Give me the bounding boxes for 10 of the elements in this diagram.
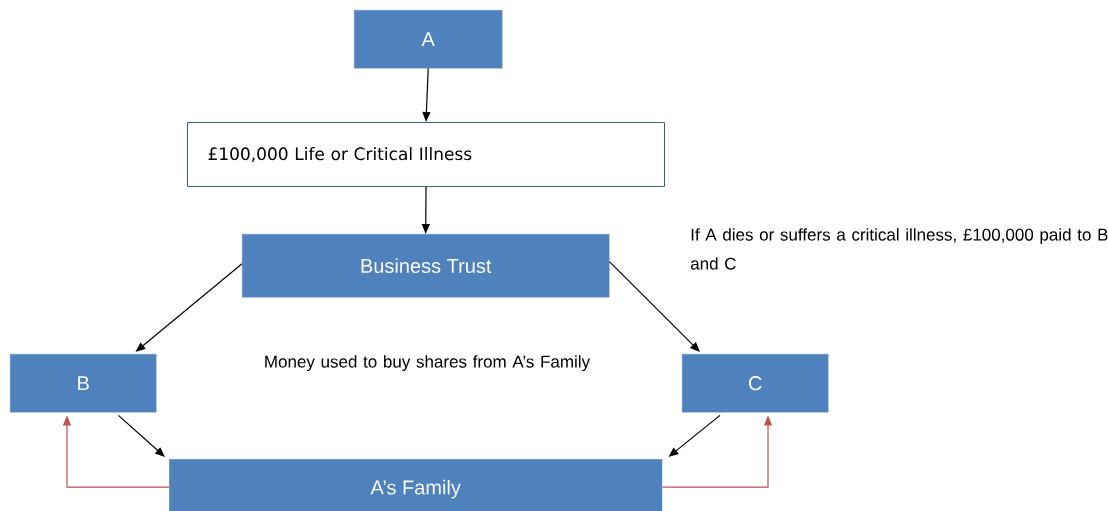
note-text: If A dies or suffers a critical illness, £100,000 paid to B and C — [690, 228, 1108, 270]
process-box: A — [354, 10, 503, 69]
process-box: Business Trust — [242, 234, 610, 298]
arrow — [608, 261, 700, 352]
arrow — [117, 414, 165, 457]
note-text: Money used to buy shares from A’s Family — [265, 355, 591, 372]
process-box: A’s Family — [169, 459, 663, 511]
policy-box: £100,000 Life or Critical Illness — [187, 122, 665, 187]
process-box: C — [682, 354, 829, 413]
process-box: B — [10, 354, 157, 413]
